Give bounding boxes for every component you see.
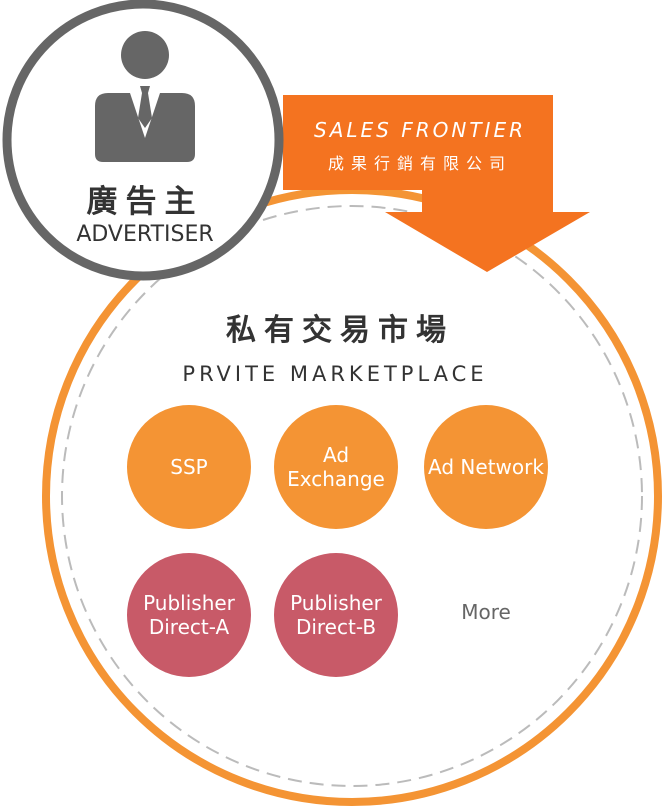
brand-name-zh: 成果行銷有限公司 (327, 154, 512, 173)
node-more: More (461, 600, 511, 624)
node-ad-network: Ad Network (424, 405, 548, 529)
businessman-icon (95, 31, 195, 162)
node-publisher-direct-b: Publisher Direct-B (274, 553, 398, 677)
node-ad-exchange: Ad Exchange (274, 405, 398, 529)
marketplace-title-zh: 私有交易市場 (226, 313, 454, 348)
brand-logo: SALES FRONTIER (314, 118, 526, 142)
advertiser-title-en: ADVERTISER (76, 222, 214, 247)
node-ssp: SSP (127, 405, 251, 529)
marketplace-dashed-ring (61, 205, 643, 787)
arrow-shape (283, 95, 590, 272)
marketplace-title-en: PRVITE MARKETPLACE (182, 362, 488, 386)
advertiser-title-zh: 廣告主 (86, 184, 204, 220)
node-publisher-direct-a: Publisher Direct-A (127, 553, 251, 677)
